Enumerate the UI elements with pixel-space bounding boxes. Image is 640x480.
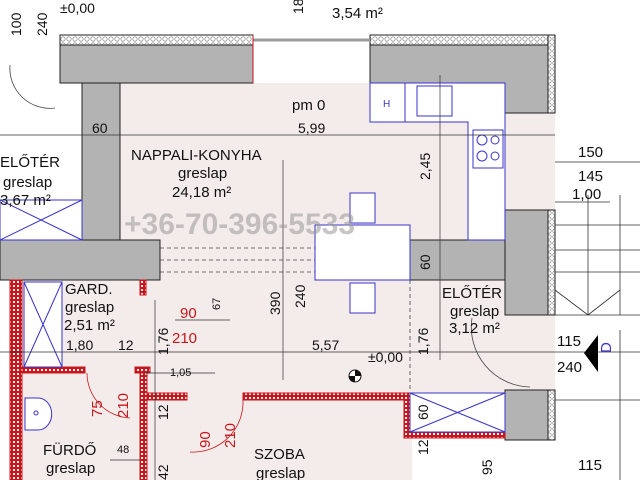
section-arrow-icon bbox=[584, 335, 598, 372]
room-name-eloter-1: ELŐTÉR bbox=[0, 154, 60, 171]
stairs bbox=[554, 195, 640, 480]
room-area-nappali: 24,18 m² bbox=[172, 184, 231, 201]
door-b-width: 75 bbox=[89, 400, 106, 417]
dimension-lines bbox=[0, 75, 640, 480]
wardrobe bbox=[0, 199, 506, 433]
room-floor-szoba: greslap bbox=[256, 465, 305, 480]
dim-100b: 1,00 bbox=[572, 186, 601, 203]
dim-67: 67 bbox=[211, 298, 223, 310]
fridge-label: H bbox=[383, 99, 390, 110]
door-c-height: 210 bbox=[222, 423, 239, 448]
dim-145: 145 bbox=[578, 168, 603, 185]
room-floor-furdo: greslap bbox=[46, 460, 95, 477]
dim-12c: 12 bbox=[415, 439, 431, 455]
new-walls bbox=[9, 279, 506, 480]
dim-12b: 12 bbox=[155, 404, 171, 420]
door-a-width: 90 bbox=[180, 305, 197, 322]
lower-floor bbox=[22, 280, 412, 480]
level-center: ±0,00 bbox=[368, 349, 403, 365]
dim-60c: 60 bbox=[415, 404, 431, 420]
level-marker-icon bbox=[348, 369, 362, 383]
room-floor-eloter-2: greslap bbox=[450, 303, 499, 320]
walls bbox=[0, 34, 556, 441]
dim-18: 18 bbox=[290, 0, 306, 14]
entry-floor bbox=[410, 280, 510, 390]
washbasin-icon bbox=[24, 397, 53, 431]
room-name-gard: GARD. bbox=[65, 281, 113, 298]
level-top-left: ±0,00 bbox=[60, 0, 95, 16]
room-name-eloter-2: ELŐTÉR bbox=[442, 285, 502, 302]
dim-42: 42 bbox=[155, 464, 171, 480]
kitchen-counter bbox=[369, 82, 506, 241]
dim-557: 5,57 bbox=[312, 337, 339, 353]
watermark: +36-70-396-5533 bbox=[124, 208, 355, 241]
dim-60b: 60 bbox=[417, 254, 433, 270]
dim-176b: 1,76 bbox=[415, 328, 431, 355]
room-floor-gard: greslap bbox=[65, 299, 114, 316]
dim-176a: 1,76 bbox=[155, 328, 171, 355]
dim-240c: 240 bbox=[557, 359, 582, 376]
dim-240: 240 bbox=[34, 12, 50, 36]
dim-390: 390 bbox=[267, 291, 283, 315]
dim-105: 1,05 bbox=[170, 367, 191, 379]
room-name-furdo: FÜRDŐ bbox=[43, 441, 96, 459]
room-area-top: 3,54 m² bbox=[332, 5, 383, 22]
dim-180: 1,80 bbox=[66, 337, 93, 353]
room-area-gard: 2,51 m² bbox=[64, 317, 115, 334]
dim-100: 100 bbox=[8, 12, 24, 36]
room-name-nappali: NAPPALI-KONYHA bbox=[131, 147, 262, 164]
dim-115a: 115 bbox=[557, 333, 581, 350]
doors bbox=[9, 64, 531, 453]
level-living: pm 0 bbox=[292, 97, 325, 114]
door-a-height: 210 bbox=[172, 330, 197, 347]
dim-240b: 240 bbox=[292, 284, 308, 308]
dim-599: 5,99 bbox=[298, 120, 325, 136]
dim-150: 150 bbox=[578, 144, 603, 161]
dining-table bbox=[314, 192, 411, 314]
dim-95: 95 bbox=[479, 459, 495, 475]
room-area-eloter-1: 3,67 m² bbox=[0, 192, 51, 209]
dim-115b: 115 bbox=[578, 457, 602, 474]
dim-48: 48 bbox=[117, 444, 129, 456]
door-b-height: 210 bbox=[115, 393, 132, 418]
beam-dashes bbox=[160, 247, 411, 390]
door-c-width: 90 bbox=[197, 431, 214, 448]
dim-245: 2,45 bbox=[417, 153, 433, 180]
room-area-eloter-2: 3,12 m² bbox=[449, 320, 500, 337]
dim-60: 60 bbox=[92, 120, 108, 136]
room-floor-nappali: greslap bbox=[178, 165, 227, 182]
room-floor-eloter-1: greslap bbox=[3, 174, 52, 191]
dim-12a: 12 bbox=[118, 337, 134, 353]
room-name-szoba: SZOBA bbox=[254, 446, 305, 463]
section-marker: D bbox=[598, 342, 615, 353]
